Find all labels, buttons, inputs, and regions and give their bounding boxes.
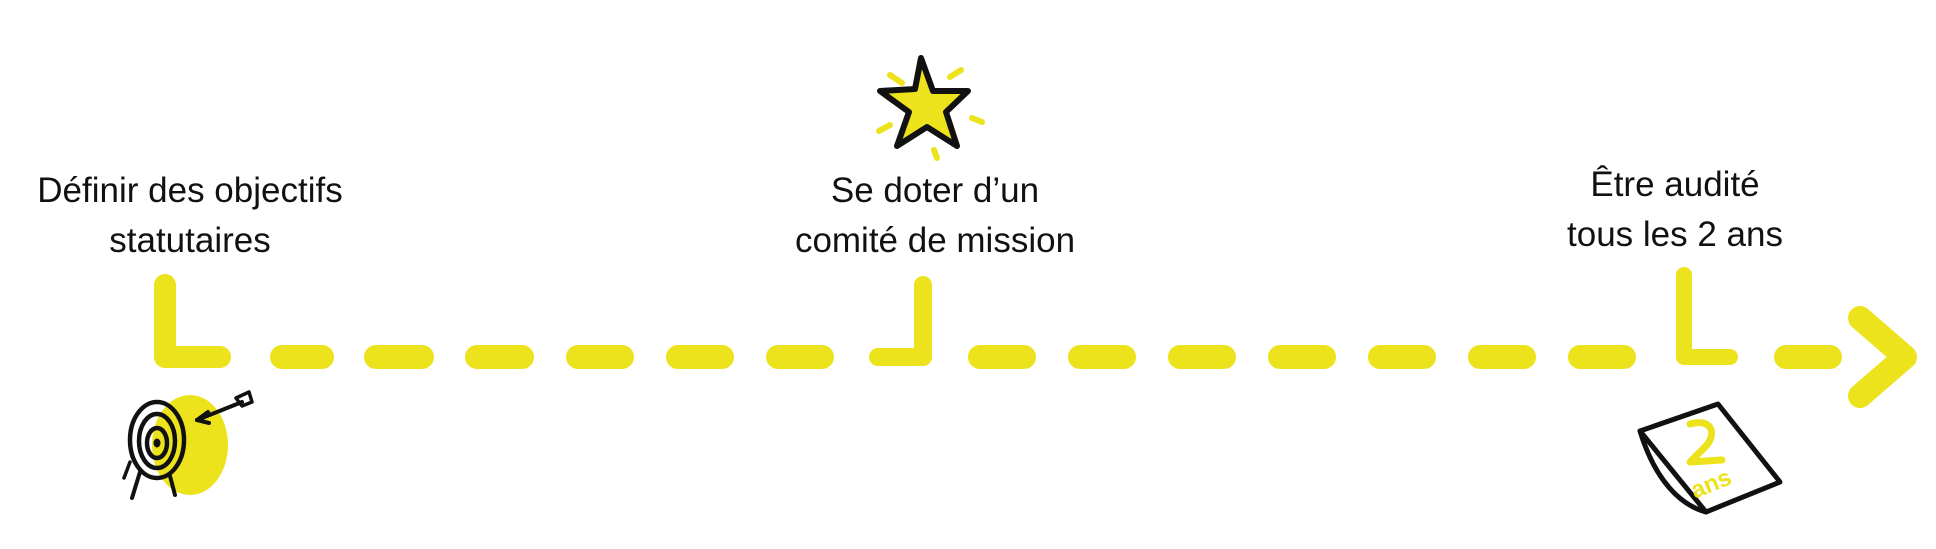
milestone-2-line1: Se doter d’un (830, 171, 1040, 210)
calendar-unit-text: ans (1687, 464, 1735, 505)
calendar-icon: ans (1637, 401, 1783, 515)
milestone-label-2: Se doter d’un comité de mission (735, 166, 1135, 266)
milestone-3-line2-prefix: tous les (1567, 215, 1698, 254)
timeline-arrowhead (1848, 306, 1917, 408)
milestone-3-line2-highlight: 2 ans (1693, 210, 1787, 260)
milestone-label-3: Être audité tous les 2 ans (1525, 160, 1825, 260)
milestone-3-line1: Être audité (1590, 165, 1760, 204)
connector-2 (869, 276, 932, 366)
target-icon (122, 390, 254, 500)
milestone-label-1: Définir des objectifs statutaires (0, 166, 380, 266)
star-icon (876, 55, 985, 161)
connector-3 (1676, 267, 1738, 365)
milestone-2-line2: comité de mission (790, 216, 1080, 266)
milestone-1-line1: Définir des objectifs (33, 166, 348, 216)
connector-1 (154, 274, 231, 368)
milestone-1-line2: statutaires (109, 221, 271, 260)
